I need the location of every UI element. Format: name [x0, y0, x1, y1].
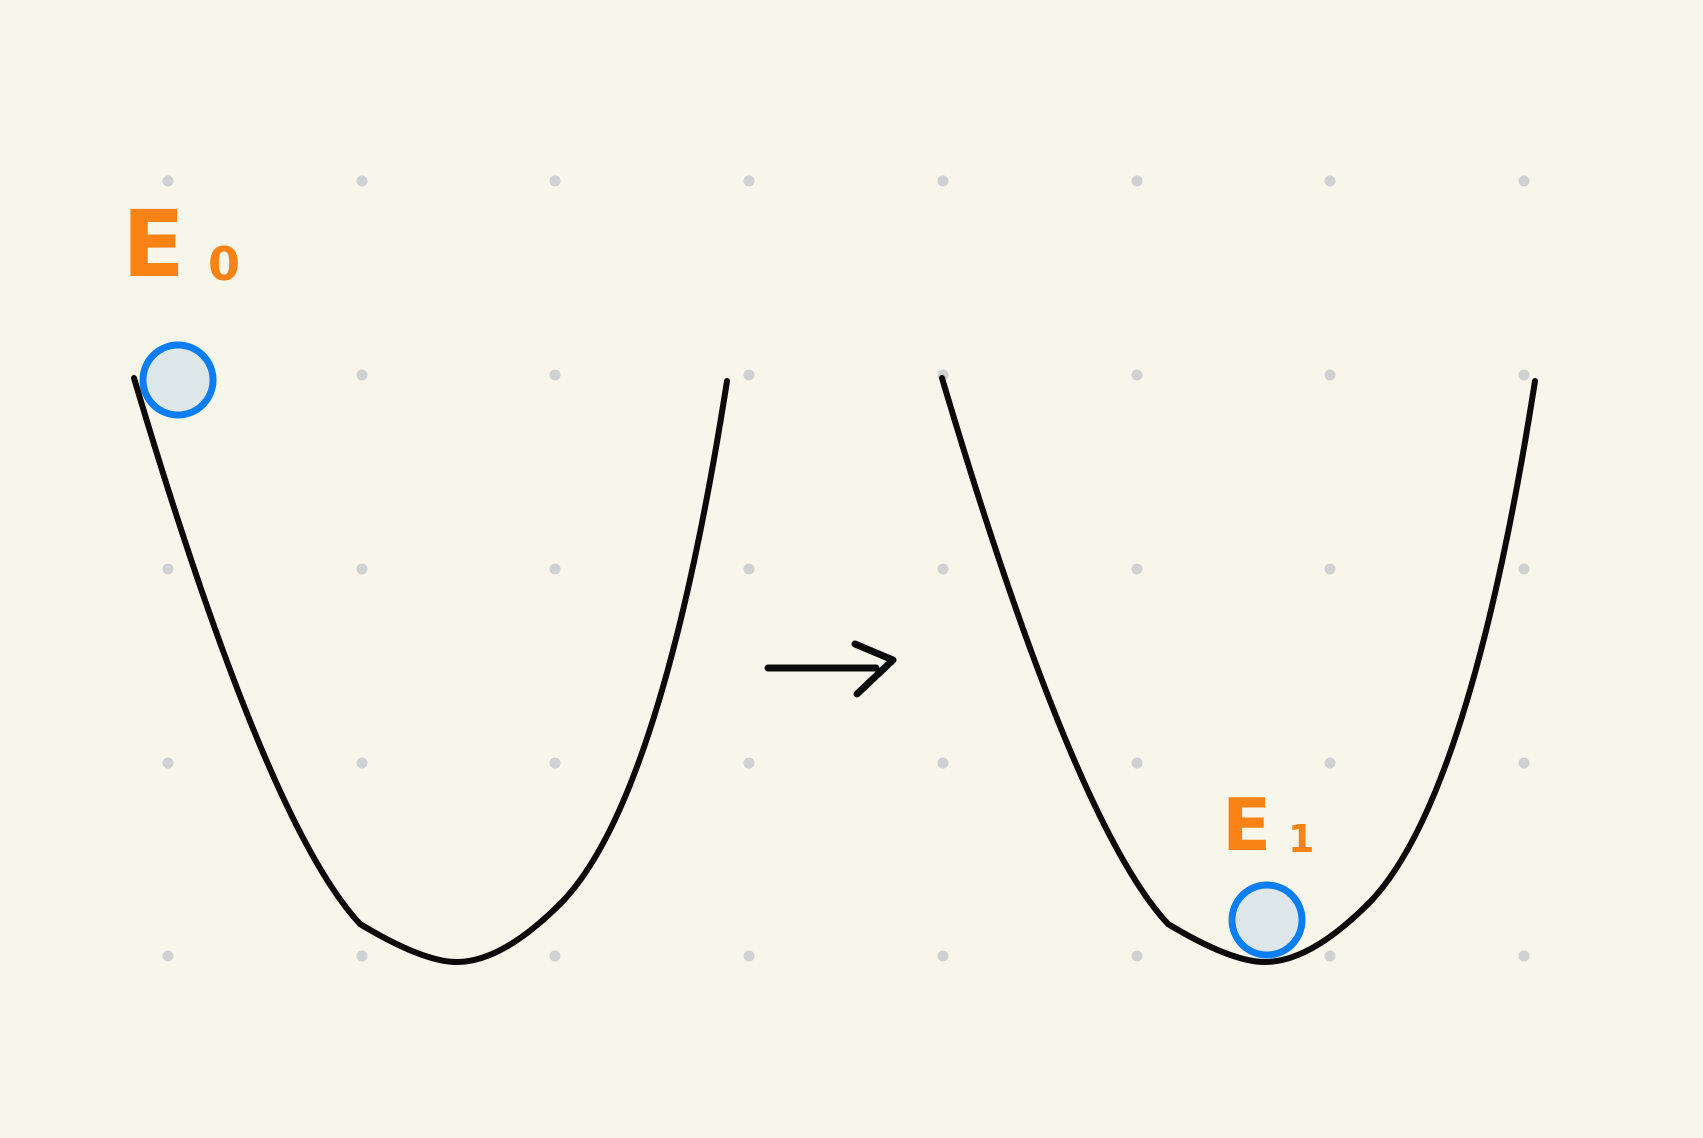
grid-dot [937, 950, 949, 962]
grid-dot [356, 175, 368, 187]
grid-dot [1131, 563, 1143, 575]
grid-dot [162, 563, 174, 575]
grid-dot [1131, 950, 1143, 962]
grid-dot [1324, 950, 1336, 962]
grid-dot [1131, 175, 1143, 187]
grid-dot [937, 175, 949, 187]
grid-dot [549, 757, 561, 769]
grid-dot [356, 369, 368, 381]
grid-dot [937, 563, 949, 575]
grid-dot [549, 369, 561, 381]
grid-dot [1518, 175, 1530, 187]
grid-dot [1324, 175, 1336, 187]
grid-dot [549, 563, 561, 575]
grid-dot [1324, 563, 1336, 575]
right-potential-well [939, 375, 1538, 966]
left-ball [139, 341, 217, 419]
grid-dot [162, 175, 174, 187]
grid-dot [743, 757, 755, 769]
left-energy-label: E [122, 191, 185, 298]
grid-dot [1518, 757, 1530, 769]
grid-dot [743, 563, 755, 575]
grid-dot [1518, 563, 1530, 575]
left-energy-subscript: 0 [208, 237, 240, 291]
right-energy-label: E [1222, 783, 1271, 867]
grid-dot [1324, 369, 1336, 381]
right-ball [1228, 881, 1306, 959]
grid-dot [162, 950, 174, 962]
transition-arrow [764, 640, 897, 698]
grid-dot [356, 563, 368, 575]
grid-dot [1518, 950, 1530, 962]
grid-dot [937, 757, 949, 769]
dot-grid [162, 175, 1530, 962]
grid-dot [1518, 369, 1530, 381]
grid-dot [743, 950, 755, 962]
grid-dot [1324, 757, 1336, 769]
grid-dot [1131, 369, 1143, 381]
grid-dot [743, 369, 755, 381]
grid-dot [743, 175, 755, 187]
grid-dot [549, 175, 561, 187]
grid-dot [549, 950, 561, 962]
grid-dot [356, 757, 368, 769]
grid-dot [356, 950, 368, 962]
grid-dot [162, 757, 174, 769]
right-energy-subscript: 1 [1288, 817, 1314, 861]
left-potential-well [131, 375, 730, 966]
grid-dot [1131, 757, 1143, 769]
